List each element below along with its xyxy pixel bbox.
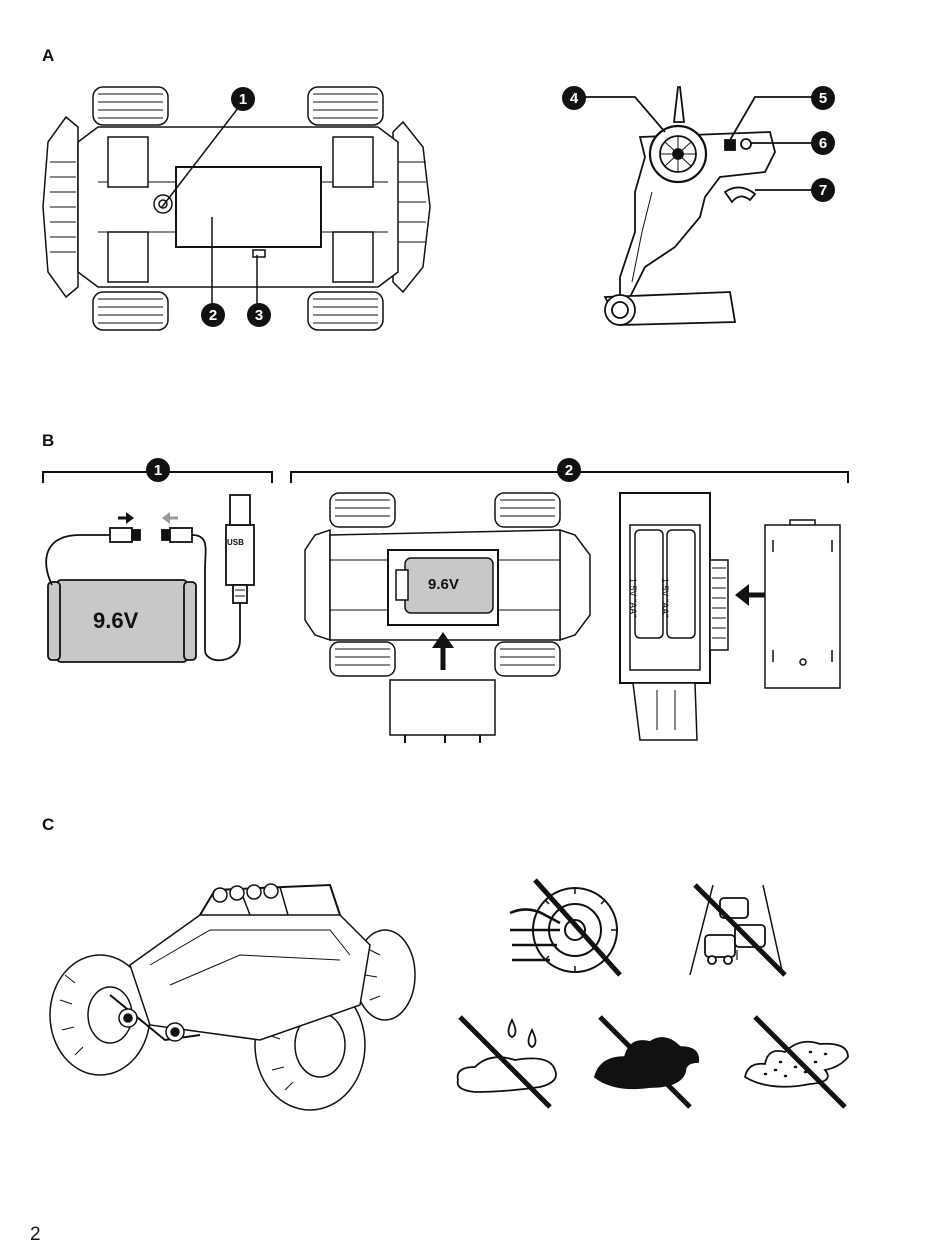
wheel-icon: [308, 292, 383, 330]
svg-text:5: 5: [819, 90, 827, 107]
step-badge: 1: [145, 457, 175, 483]
svg-text:7: 7: [819, 182, 827, 199]
wheel-icon: [308, 87, 383, 125]
no-traffic-roads-icon: [685, 880, 790, 980]
no-fingers-in-wheels-icon: [500, 875, 625, 980]
usb-label: USB: [227, 538, 244, 547]
callout-badge: 4: [561, 85, 591, 111]
callout-badge: 6: [810, 130, 840, 156]
battery-voltage-label: 9.6V: [93, 608, 138, 634]
section-label-c: C: [42, 815, 54, 835]
no-sand-icon: [740, 1012, 855, 1112]
section-label-b: B: [42, 431, 54, 451]
page-number: 2: [30, 1224, 41, 1246]
svg-text:2: 2: [209, 307, 217, 324]
no-oil-icon: [590, 1012, 705, 1112]
aa-battery-label: 1.5V "AA": [628, 578, 638, 617]
battery-install-diagram: [300, 490, 600, 750]
rc-car-perspective-drawing: [40, 875, 420, 1120]
wheel-icon: [495, 493, 560, 527]
svg-text:3: 3: [255, 307, 263, 324]
wheel-icon: [330, 642, 395, 676]
remote-battery-compartment-diagram: [615, 490, 865, 750]
callout-badge: 2: [200, 302, 230, 328]
battery-charging-diagram: [40, 490, 280, 670]
wheel-icon: [495, 642, 560, 676]
callout-badge: 3: [246, 302, 276, 328]
installed-battery-label: 9.6V: [428, 576, 459, 593]
section-label-a: A: [42, 46, 54, 66]
svg-text:1: 1: [239, 91, 247, 108]
step-badge: 2: [556, 457, 586, 483]
car-callout-lines: [150, 85, 290, 325]
wheel-icon: [330, 493, 395, 527]
svg-text:2: 2: [565, 462, 573, 479]
svg-text:4: 4: [570, 90, 579, 107]
callout-badge: 7: [810, 177, 840, 203]
remote-controller-diagram: [560, 82, 860, 332]
aa-battery-label: 1.5V "AA": [660, 578, 670, 617]
no-water-icon: [450, 1012, 565, 1112]
callout-badge: 5: [810, 85, 840, 111]
svg-text:6: 6: [819, 135, 827, 152]
callout-badge: 1: [230, 86, 260, 112]
svg-text:1: 1: [154, 462, 162, 479]
